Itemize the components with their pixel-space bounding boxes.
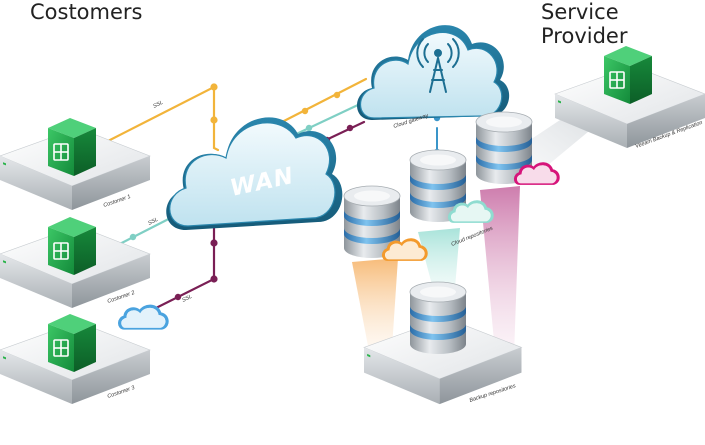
wan-cloud: WAN [166,117,343,230]
veeam-logo-icon [47,313,97,373]
ssl-label-1: SSL [152,100,164,110]
link-wan-gateway-teal [288,102,362,139]
link-wan-gateway-yellow [280,77,368,124]
link-customer-3-plum [140,223,216,317]
heading-service-provider: Service Provider [541,0,628,48]
cloud-icon [381,238,428,261]
ssl-label-3: SSL [181,294,193,304]
database-icon [409,281,467,355]
veeam-logo-icon [47,216,97,276]
beam-magenta [480,186,520,355]
veeam-logo-icon [603,45,653,105]
cloud-icon [447,200,494,223]
cloud-gateway: Cloud gateway [357,25,510,130]
link-customer-1-yellow [106,85,220,152]
cloud-icon [513,162,560,185]
veeam-logo-icon [47,117,97,177]
customer-2-server: Costomer 2 [0,216,151,309]
beam-orange [352,258,398,348]
antenna-icon [416,38,460,93]
ssl-label-2: SSL [147,217,159,227]
heading-customers: Costomers [30,0,143,24]
beam-mint [418,228,460,300]
cloud-icon [118,304,169,330]
